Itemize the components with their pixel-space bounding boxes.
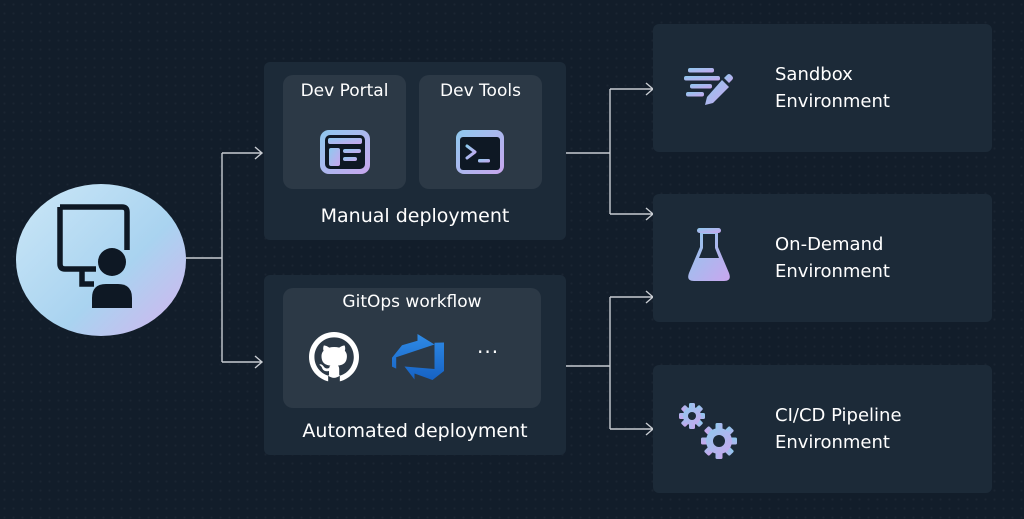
connector-to-ondemand-a — [610, 207, 655, 221]
dev-tools-title: Dev Tools — [440, 81, 521, 101]
cicd-label: CI/CD Pipeline Environment — [775, 402, 902, 456]
portal-window-icon — [320, 130, 370, 174]
gears-icon — [679, 403, 737, 459]
automated-deployment-label: Automated deployment — [302, 420, 528, 442]
flask-icon — [688, 228, 730, 281]
cicd-label-line1: CI/CD Pipeline — [775, 405, 902, 426]
developer-monitor-person-icon — [57, 204, 132, 308]
gitops-workflow-title: GitOps workflow — [342, 292, 482, 312]
sandbox-label-line1: Sandbox — [775, 64, 853, 85]
cicd-pipeline-environment-card[interactable]: CI/CD Pipeline Environment — [653, 365, 992, 493]
developer-node — [16, 184, 186, 336]
connector-developer-trunk — [186, 153, 223, 362]
github-icon[interactable] — [309, 332, 359, 382]
automated-deployment-panel: GitOps workflow ··· Automated deployment — [264, 275, 566, 455]
connector-automated-out — [566, 297, 611, 429]
gitops-workflow-card[interactable]: GitOps workflow ··· — [283, 288, 541, 408]
dev-portal-title: Dev Portal — [300, 81, 389, 101]
sandbox-lines-pen-icon — [684, 68, 733, 105]
connector-to-ondemand-b — [610, 290, 655, 304]
on-demand-label-line2: Environment — [775, 261, 890, 282]
on-demand-label: On-Demand Environment — [775, 231, 890, 285]
connector-to-cicd — [610, 422, 655, 436]
dev-tools-card[interactable]: Dev Tools — [419, 75, 542, 189]
more-integrations[interactable]: ··· — [477, 340, 500, 364]
azure-devops-icon[interactable] — [391, 334, 445, 380]
connector-to-automated — [222, 355, 264, 369]
cicd-label-line2: Environment — [775, 432, 890, 453]
connector-to-manual — [222, 146, 264, 160]
terminal-icon — [456, 130, 504, 174]
connector-manual-out — [566, 89, 611, 214]
sandbox-environment-card[interactable]: Sandbox Environment — [653, 24, 992, 152]
dev-portal-card[interactable]: Dev Portal — [283, 75, 406, 189]
connector-to-sandbox — [610, 82, 655, 96]
manual-deployment-panel: Dev Portal Dev Tools Manual deployment — [264, 62, 566, 240]
on-demand-environment-card[interactable]: On-Demand Environment — [653, 194, 992, 322]
sandbox-label-line2: Environment — [775, 91, 890, 112]
on-demand-label-line1: On-Demand — [775, 234, 884, 255]
manual-deployment-label: Manual deployment — [320, 205, 510, 227]
sandbox-label: Sandbox Environment — [775, 61, 890, 115]
